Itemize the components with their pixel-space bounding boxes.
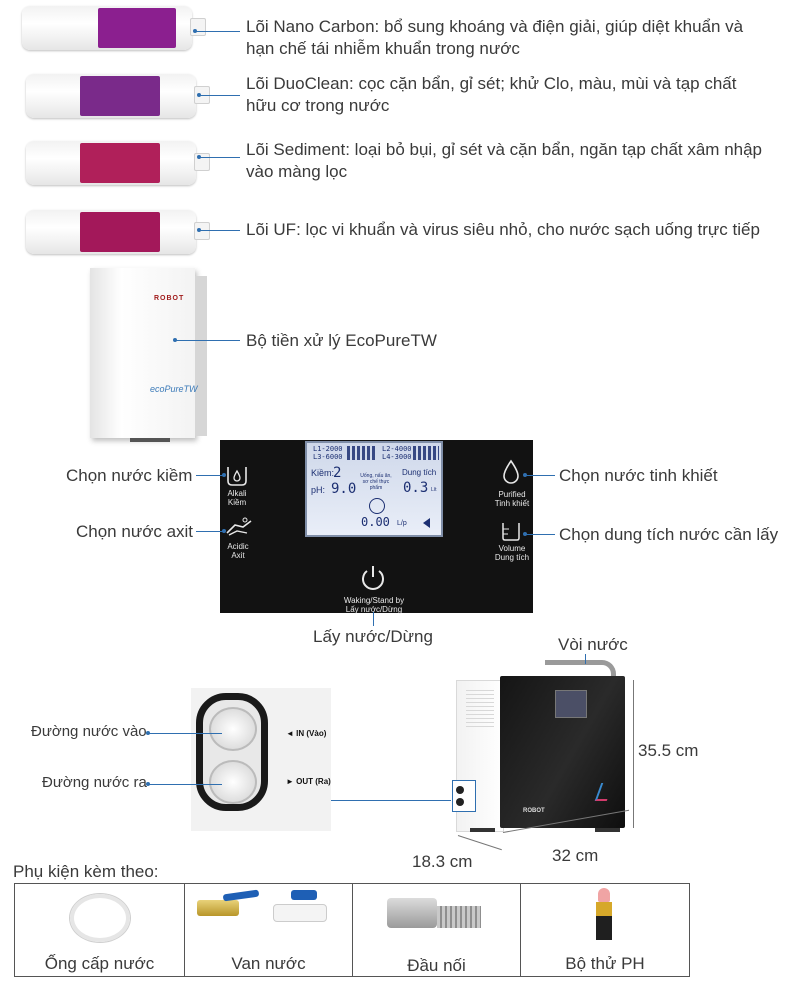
lcd-flow-unit: L/p	[397, 520, 407, 527]
lcd-screen: L1-2000 L3-6000 L2-4000 L4-3000 Kiềm: 2 …	[305, 441, 443, 537]
in-marker-text: ◄ IN (Vào)	[286, 729, 327, 738]
lcd-l4: L4-3000	[382, 453, 412, 461]
pretreatment-product-text: ecoPureTW	[150, 384, 198, 394]
faucet-icon	[545, 660, 616, 683]
lcd-cup-icon	[369, 498, 385, 514]
purified-button[interactable]	[499, 458, 523, 486]
faucet-label: Vòi nước	[558, 635, 628, 654]
alkali-button-text: Alkali Kiềm	[227, 489, 247, 507]
depth-dimension-line	[457, 835, 502, 851]
accessory-tube: Ống cấp nước	[15, 884, 185, 976]
lcd-volume-value: 0.3	[403, 480, 429, 496]
power-button-text: Waking/Stand by Lấy nước/Dừng	[343, 596, 405, 614]
lcd-l3: L3-6000	[313, 453, 343, 461]
accessory-connector: Đầu nối	[353, 884, 521, 976]
volume-callout-label: Chọn dung tích nước cần lấy	[559, 525, 779, 544]
accessory-ph-kit: Bộ thử PH	[521, 884, 689, 976]
out-marker-text: ► OUT (Ra)	[286, 777, 331, 786]
pretreatment-label: Bộ tiền xử lý EcoPureTW	[246, 331, 437, 350]
purified-callout-label: Chọn nước tinh khiết	[559, 466, 718, 485]
plastic-valve-icon	[273, 904, 327, 922]
water-in-label: Đường nước vào	[31, 723, 147, 740]
height-dimension-line	[633, 680, 634, 828]
lcd-usage-text: Uống, nấu ăn, sơ chế thực phẩm	[360, 473, 392, 491]
height-dimension: 35.5 cm	[638, 741, 699, 760]
accessories-title: Phụ kiện kèm theo:	[13, 862, 159, 881]
acidic-callout-label: Chọn nước axit	[76, 522, 194, 541]
accessory-connector-label: Đầu nối	[407, 956, 466, 975]
alkali-button[interactable]	[225, 461, 249, 487]
connector-photo: ◄ IN (Vào) ► OUT (Ra)	[191, 688, 331, 831]
accessory-valve: Van nước	[185, 884, 353, 976]
volume-button[interactable]	[500, 520, 522, 542]
filter-sediment-label: Lõi Sediment: loại bỏ bụi, gỉ sét và cặn…	[246, 140, 763, 159]
filter-duoclean-label: Lõi DuoClean: cọc cặn bẩn, gỉ sét; khử C…	[246, 74, 737, 93]
power-button[interactable]	[358, 563, 388, 593]
hands-icon	[226, 517, 252, 536]
acidic-button-text: Acidic Axit	[227, 542, 249, 560]
lcd-flow-value: 0.00	[361, 515, 390, 529]
brass-valve-icon	[197, 900, 239, 916]
filter-nano-carbon-label: Lõi Nano Carbon: bổ sung khoáng và điện …	[246, 17, 744, 36]
water-drop-icon	[503, 459, 519, 484]
alkali-icon	[227, 467, 247, 486]
water-out-label: Đường nước ra	[42, 774, 147, 791]
lcd-volume-label: Dung tích	[402, 468, 437, 477]
alkali-callout-label: Chọn nước kiềm	[66, 466, 193, 485]
power-callout-label: Lấy nước/Dừng	[313, 627, 433, 646]
lcd-l1: L1-2000	[313, 445, 343, 453]
lcd-kiem-value: 2	[333, 465, 342, 481]
lcd-ph-value: 9.0	[331, 481, 357, 497]
ph-test-bottle-icon	[598, 888, 610, 902]
connector-fitting-icon	[387, 898, 437, 928]
lcd-l2: L2-4000	[382, 445, 412, 453]
filter-duoclean-label-2: hữu cơ trong nước	[246, 96, 390, 115]
machine-brand: ROBOT	[523, 808, 545, 814]
tube-ring-icon	[70, 894, 130, 942]
beaker-icon	[502, 523, 520, 541]
accessory-valve-label: Van nước	[231, 954, 306, 973]
depth-dimension: 18.3 cm	[412, 852, 473, 871]
accessory-tube-label: Ống cấp nước	[44, 954, 155, 973]
acidic-button[interactable]	[225, 515, 253, 539]
filter-nano-carbon-label-2: hạn chế tái nhiễm khuẩn trong nước	[246, 39, 520, 58]
pretreatment-brand: ROBOT	[154, 295, 185, 302]
accessories-table: Ống cấp nước Van nước Đầu nối Bộ thử PH	[14, 883, 690, 977]
lcd-kiem-label: Kiềm:	[311, 468, 335, 478]
lcd-volume-unit: Lít	[431, 487, 437, 493]
accessory-ph-kit-label: Bộ thử PH	[565, 954, 645, 973]
power-icon	[362, 566, 384, 590]
filter-uf-label: Lõi UF: lọc vi khuẩn và virus siêu nhỏ, …	[246, 220, 760, 239]
volume-button-text: Volume Dung tích	[494, 544, 530, 562]
speaker-icon	[423, 518, 430, 528]
purified-button-text: Purified Tinh khiết	[494, 490, 530, 508]
width-dimension: 32 cm	[552, 846, 599, 865]
lcd-ph-label: pH:	[311, 485, 326, 495]
filter-sediment-label-2: vào màng lọc	[246, 162, 348, 181]
